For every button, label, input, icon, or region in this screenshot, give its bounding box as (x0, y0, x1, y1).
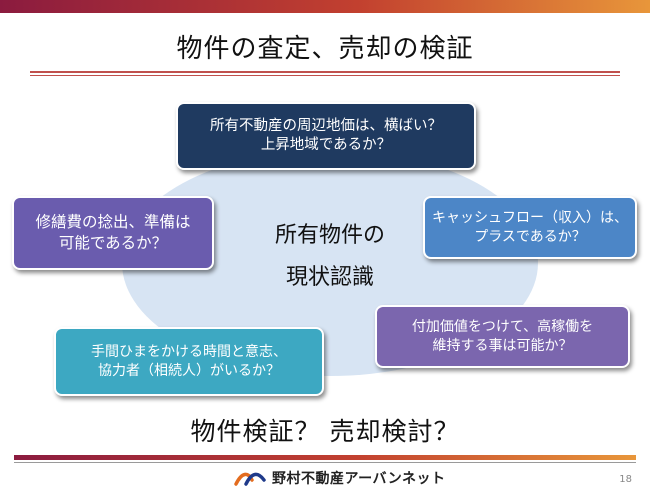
box-time-effort-line1: 手間ひまをかける時間と意志、 (91, 343, 287, 360)
box-added-value: 付加価値をつけて、高稼働を 維持する事は可能か？ (375, 305, 630, 368)
top-accent-bar (0, 0, 650, 13)
box-added-value-line1: 付加価値をつけて、高稼働を (411, 318, 594, 335)
company-name: 野村不動産アーバンネット (272, 471, 446, 487)
page-title: 物件の査定、売却の検証 (176, 34, 474, 64)
box-cash-flow: キャッシュフロー（収入）は、 プラスであるか？ (423, 196, 637, 259)
verification-question: 物件検証？ 売却検討？ (190, 417, 460, 446)
box-land-price-line1: 所有不動産の周辺地価は、横ばい？ (210, 118, 442, 134)
box-cash-flow-line2: プラスであるか？ (474, 228, 586, 245)
box-repair-cost-line1: 修繕費の捻出、準備は (35, 213, 191, 231)
box-land-price-line2: 上昇地域であるか？ (260, 137, 392, 153)
page-number: 18 (619, 474, 632, 485)
box-added-value-line2: 維持する事は可能か？ (432, 337, 573, 354)
box-land-price: 所有不動産の周辺地価は、横ばい？ 上昇地域であるか？ (176, 102, 476, 170)
bottom-divider (14, 462, 636, 463)
title-underline (30, 71, 620, 76)
box-repair-cost: 修繕費の捻出、準備は 可能であるか？ (12, 196, 214, 270)
logo-swoosh-icon (234, 472, 266, 486)
company-logo: 野村不動産アーバンネット (234, 467, 445, 489)
box-time-effort: 手間ひまをかける時間と意志、 協力者（相続人）がいるか？ (54, 327, 324, 396)
center-label: 所有物件の 現状認識 (250, 215, 410, 299)
center-label-line2: 現状認識 (285, 265, 374, 290)
center-label-line1: 所有物件の (274, 223, 385, 248)
bottom-accent-bar (14, 455, 636, 460)
box-repair-cost-line2: 可能であるか？ (58, 234, 168, 252)
box-time-effort-line2: 協力者（相続人）がいるか？ (98, 362, 280, 379)
box-cash-flow-line1: キャッシュフロー（収入）は、 (432, 209, 628, 226)
